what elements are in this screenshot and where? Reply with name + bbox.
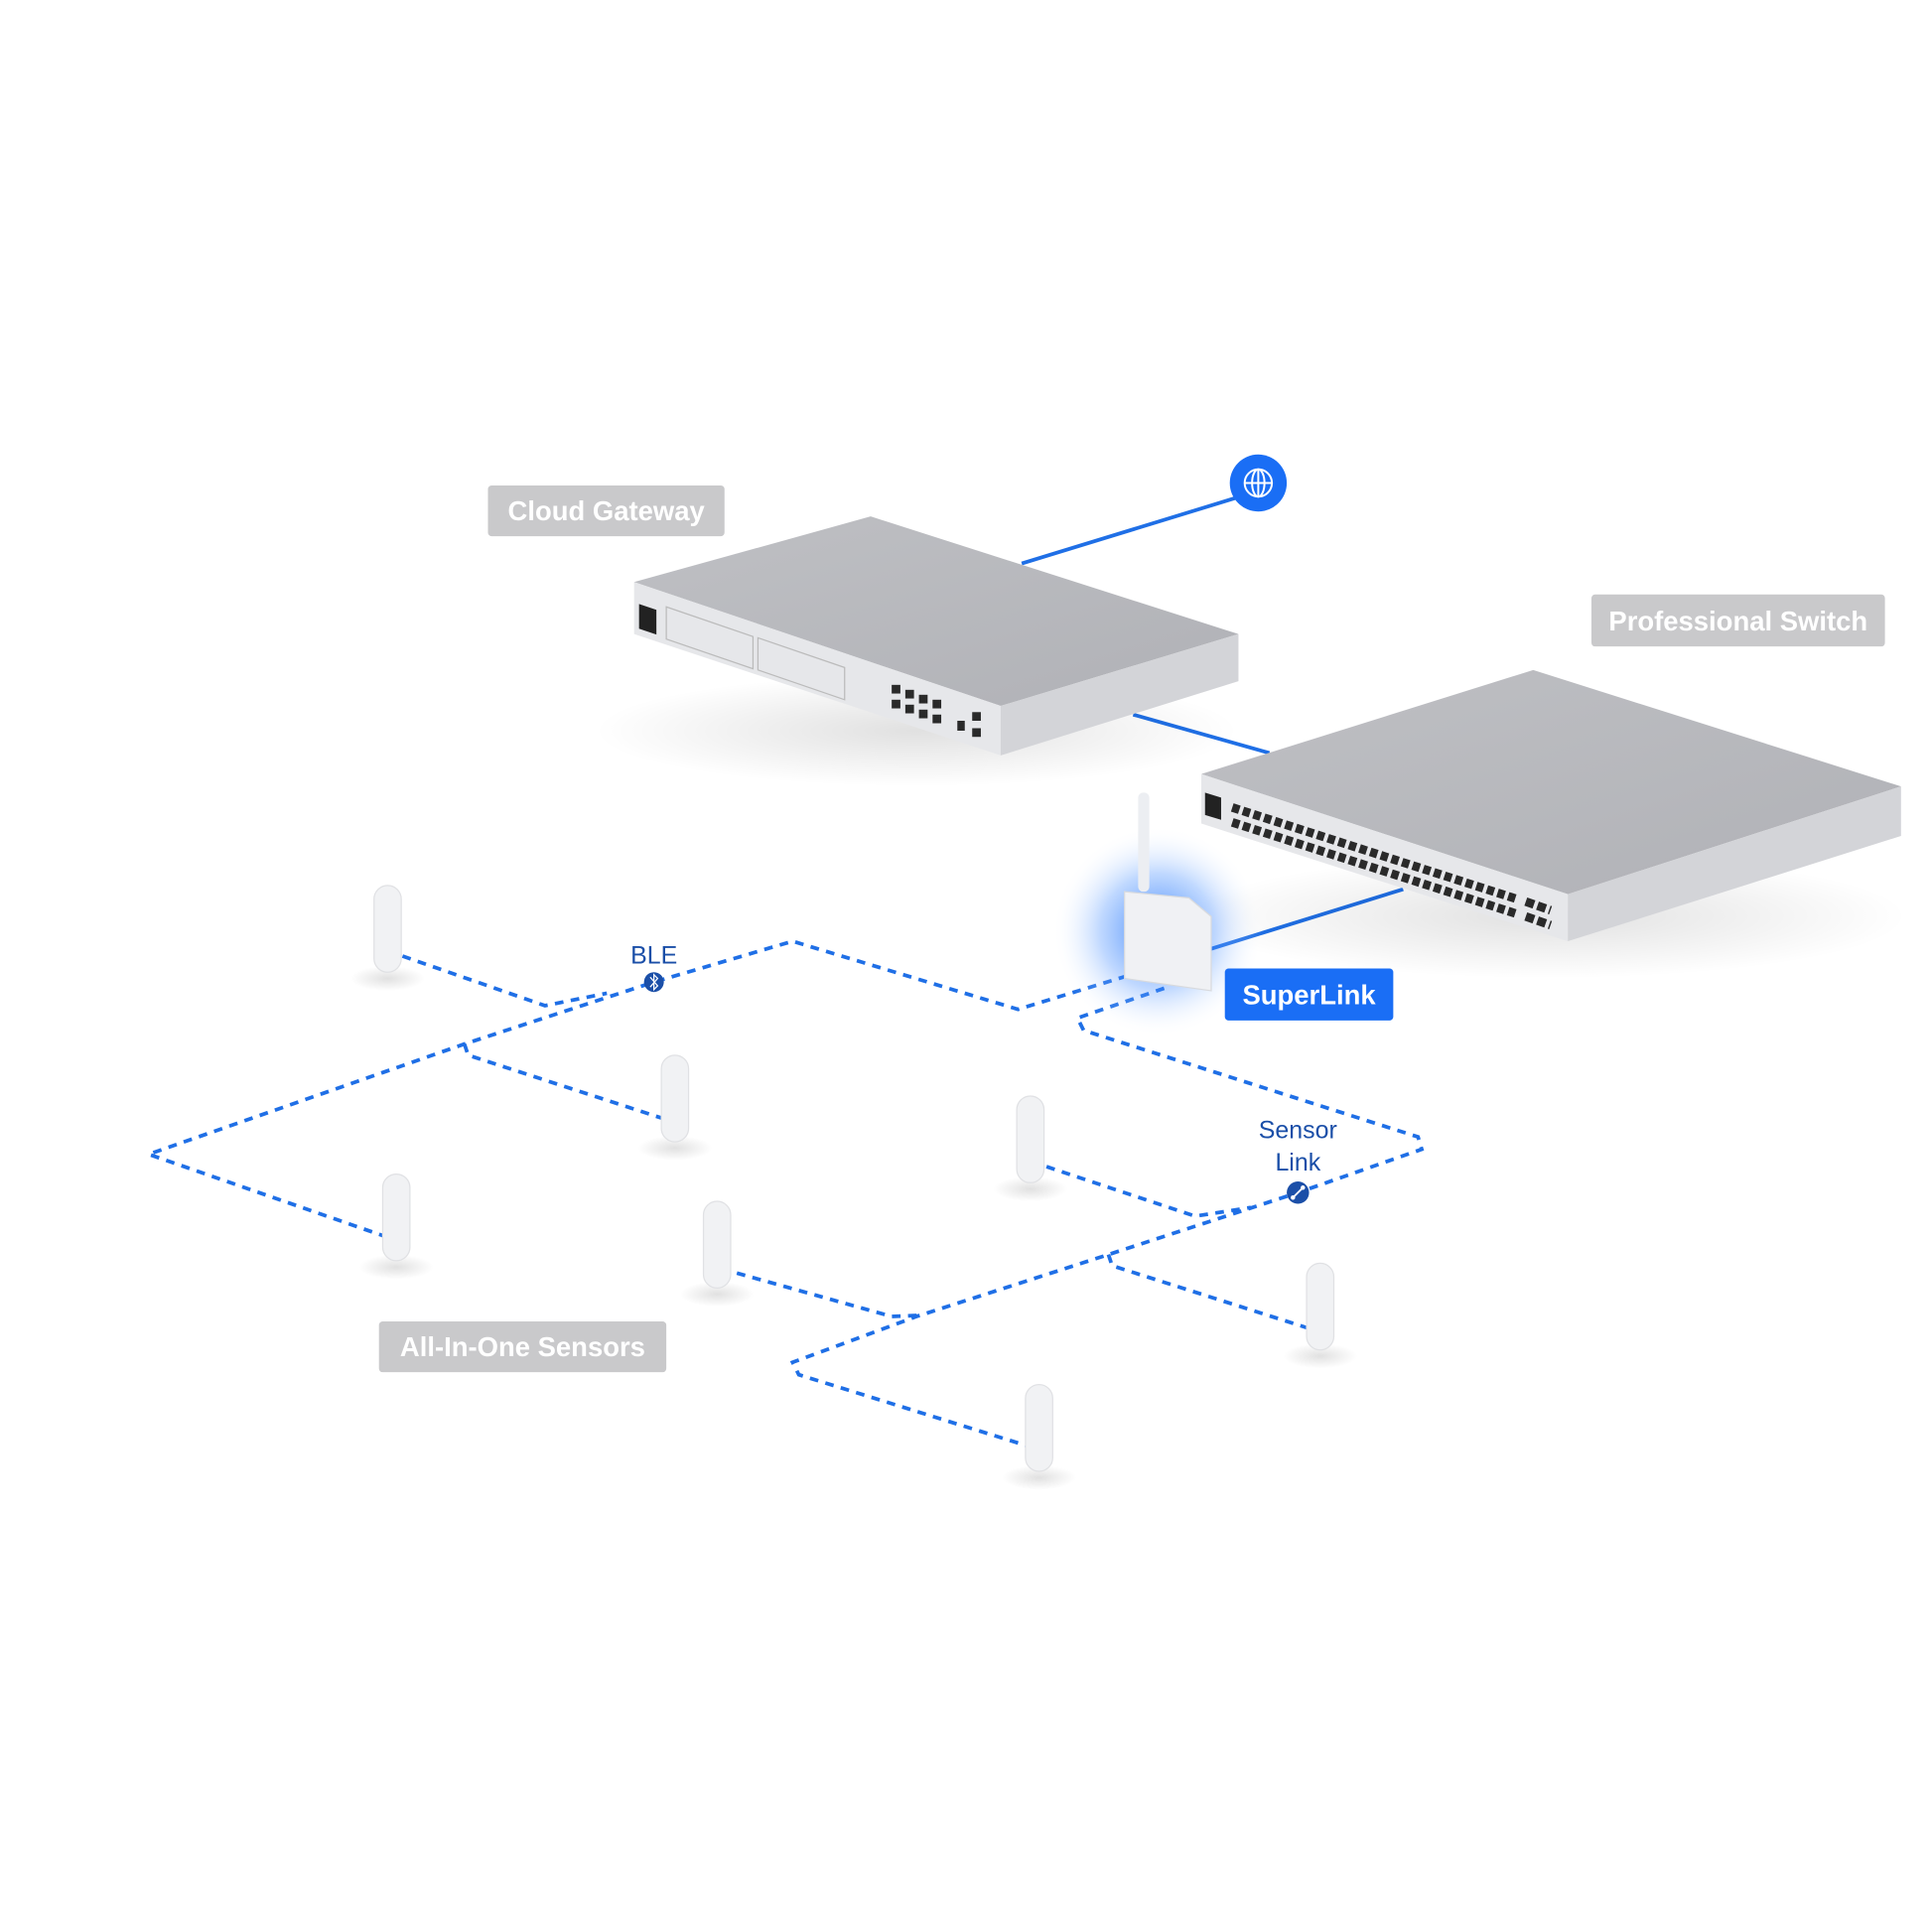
ble-link-main (143, 939, 1128, 1238)
sensorlink-sensor-2 (1106, 1254, 1308, 1330)
ble-label: BLE (630, 942, 677, 970)
superlink-label: SuperLink (1224, 968, 1394, 1021)
ble-marker: BLE (630, 942, 677, 993)
sensor-link-label-line2: Link (1275, 1149, 1320, 1176)
sensor[interactable] (993, 1095, 1068, 1202)
sensor[interactable] (637, 1054, 713, 1161)
sensorlink-sensor-3 (736, 1271, 923, 1318)
all-in-one-sensors (350, 885, 1358, 1490)
sensor-link-marker: Sensor Link (1259, 1116, 1337, 1204)
sensor[interactable] (679, 1200, 755, 1308)
switch-ports (1230, 803, 1553, 929)
ble-link-sensor-2 (463, 1042, 663, 1121)
sensor[interactable] (1002, 1384, 1077, 1490)
superlink-label-text: SuperLink (1242, 980, 1376, 1011)
sensors-label-text: All-In-One Sensors (400, 1331, 645, 1362)
sensorlink-main (789, 986, 1425, 1448)
globe-icon (1229, 454, 1288, 512)
antenna (1138, 792, 1150, 893)
professional-switch-label: Professional Switch (1590, 594, 1885, 647)
cloud-gateway-label: Cloud Gateway (487, 484, 725, 537)
bluetooth-icon (643, 972, 664, 993)
professional-switch-device[interactable] (1188, 669, 1908, 979)
link-icon (1287, 1181, 1310, 1204)
sensors-label: All-In-One Sensors (378, 1321, 667, 1373)
internet-link (1021, 495, 1237, 566)
cloud-gateway-device[interactable] (594, 516, 1239, 787)
sensor[interactable] (358, 1173, 434, 1280)
sensor-link-label-line1: Sensor (1259, 1116, 1337, 1144)
cloud-gateway-label-text: Cloud Gateway (508, 495, 706, 526)
ble-link-sensor-1 (401, 954, 608, 1008)
sensorlink-sensor-1 (1045, 1165, 1252, 1218)
superlink-device[interactable] (1052, 792, 1264, 1037)
sensor[interactable] (1283, 1262, 1358, 1369)
sensor[interactable] (350, 885, 425, 991)
professional-switch-label-text: Professional Switch (1608, 606, 1867, 636)
